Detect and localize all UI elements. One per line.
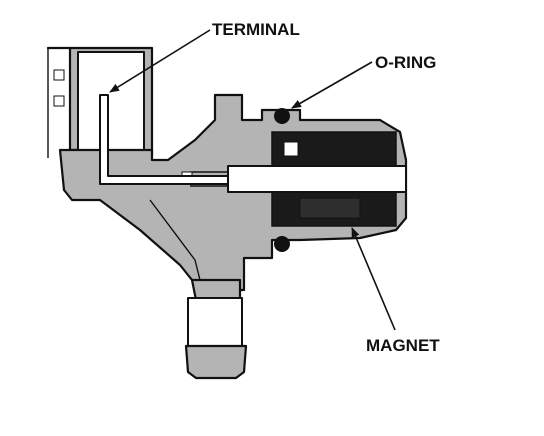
sensor-bore bbox=[227, 165, 407, 193]
connector-cavity bbox=[77, 51, 145, 151]
o-ring-upper bbox=[274, 108, 290, 124]
terminal-leader bbox=[109, 29, 211, 93]
terminal-pin bbox=[99, 94, 229, 185]
magnet-label: MAGNET bbox=[366, 336, 440, 355]
magnet-assembly bbox=[181, 131, 407, 227]
o-ring-label: O-RING bbox=[375, 53, 436, 72]
stem-bore bbox=[187, 297, 243, 347]
terminal-label: TERMINAL bbox=[212, 20, 300, 39]
o-ring-lower bbox=[274, 236, 290, 252]
o-ring-leader bbox=[291, 61, 373, 109]
o-rings bbox=[274, 108, 290, 252]
magnet-leader bbox=[351, 227, 396, 331]
lower-stem bbox=[184, 278, 248, 380]
terminal-wire bbox=[99, 94, 229, 185]
